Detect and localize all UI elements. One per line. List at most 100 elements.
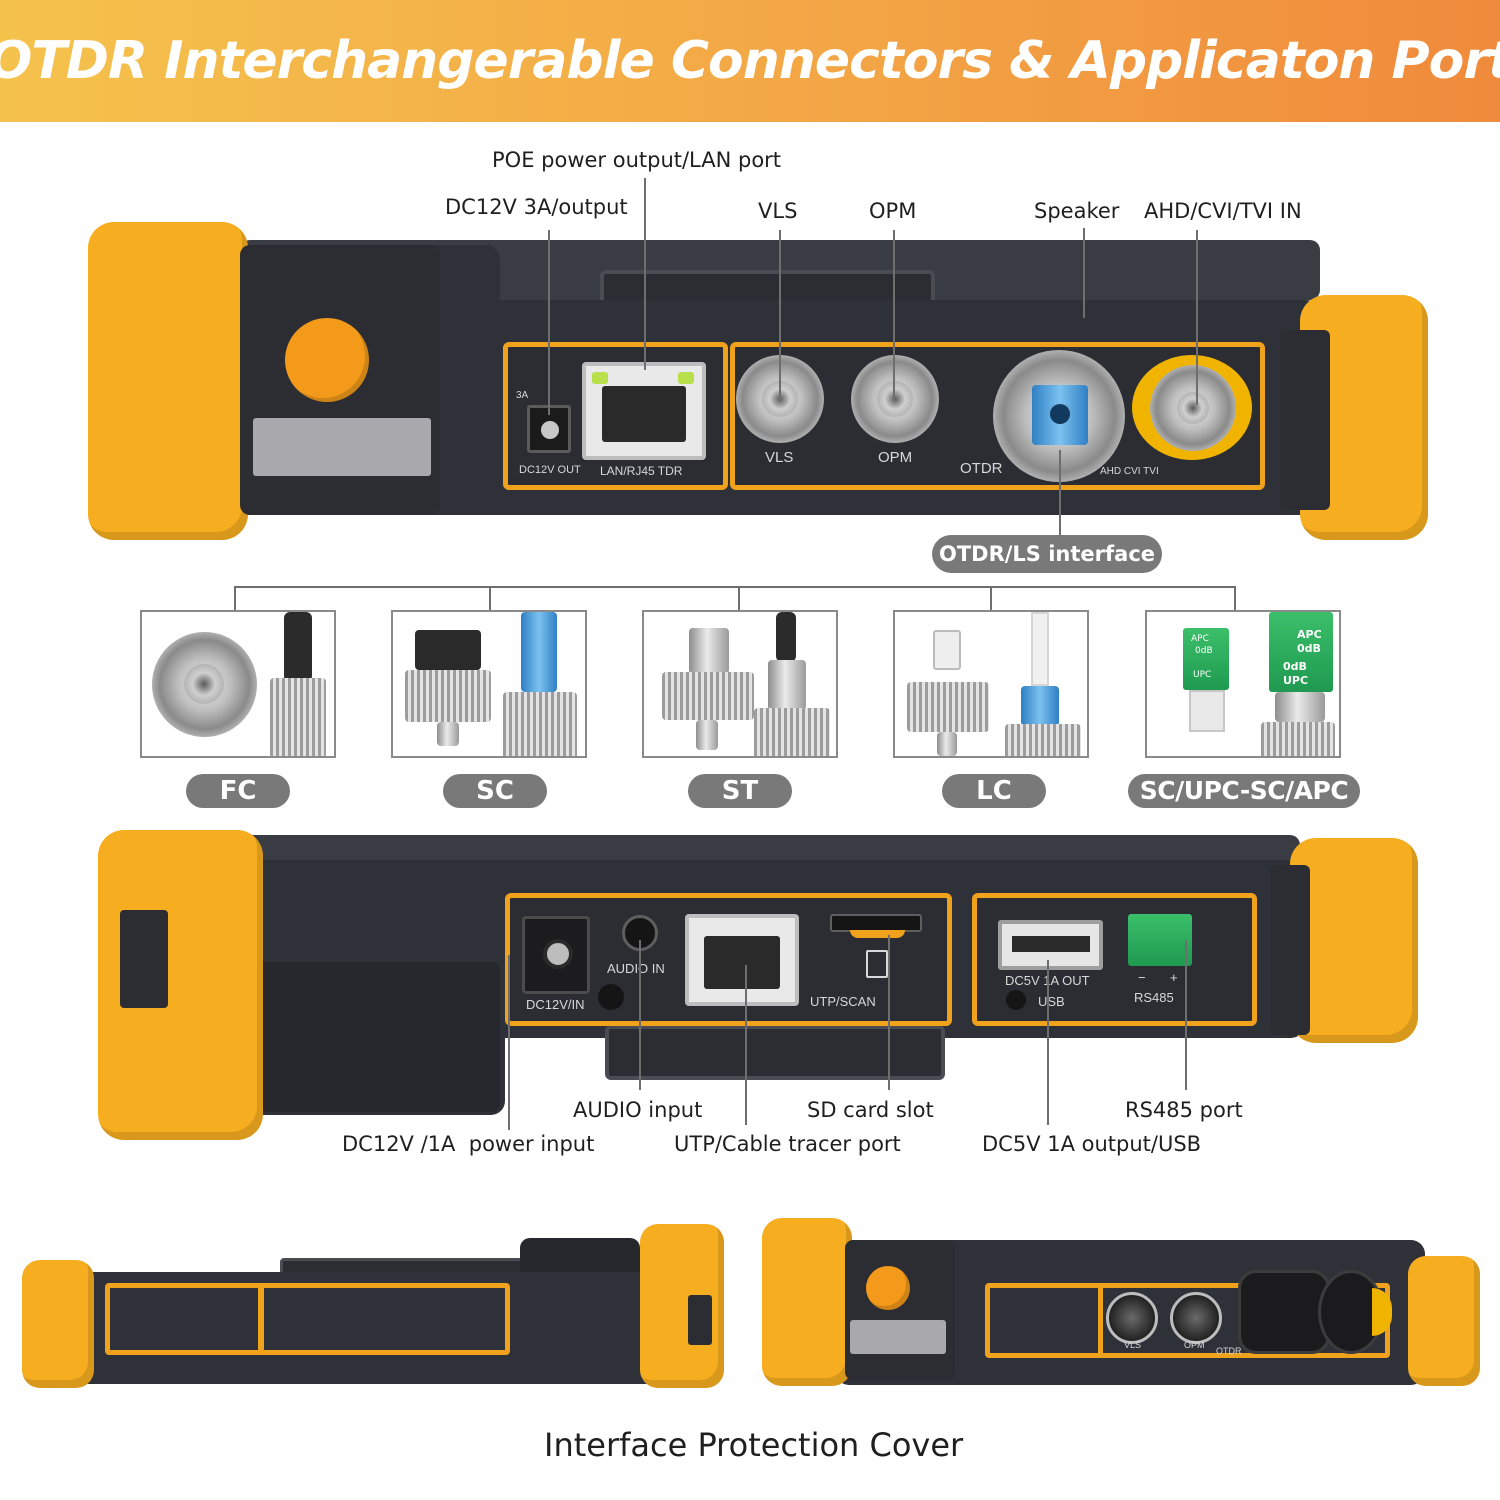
- sc-adapter-nut: [405, 670, 491, 722]
- usb-port[interactable]: [998, 920, 1103, 970]
- branch-st: [738, 586, 740, 610]
- st-cable: [776, 612, 796, 662]
- leader-rs485: [1185, 940, 1187, 1090]
- audio-in-text: AUDIO IN: [607, 961, 665, 976]
- lc-adapter-nut: [907, 682, 989, 732]
- cover-otdr-text: OTDR: [1216, 1346, 1242, 1356]
- cover-right-side: [845, 1240, 955, 1380]
- usb-led: [1006, 990, 1026, 1010]
- fc-plug: [270, 678, 326, 756]
- cover-power-button[interactable]: [866, 1266, 910, 1310]
- st-plug-body: [768, 660, 806, 710]
- otdr-ferrule: [1050, 404, 1070, 424]
- audio-led: [598, 984, 624, 1010]
- amp-text: 3A: [516, 390, 529, 401]
- callout-sd: SD card slot: [807, 1098, 934, 1122]
- rs485-plus: +: [1170, 970, 1178, 985]
- vls-text: VLS: [765, 449, 794, 466]
- lc-adapter-top: [933, 630, 961, 670]
- cover-right-bumper-l: [762, 1218, 852, 1386]
- bottom-handle: [605, 1025, 945, 1080]
- bottom-left-lower: [255, 962, 500, 1112]
- callout-ahd: AHD/CVI/TVI IN: [1144, 199, 1302, 223]
- connector-box-sc: [391, 610, 587, 758]
- otdr-interface-pill: OTDR/LS interface: [932, 535, 1162, 573]
- rs485-terminal[interactable]: [1128, 914, 1192, 966]
- cover-caption: Interface Protection Cover: [544, 1426, 964, 1464]
- leader-vls: [779, 230, 781, 400]
- led-left: [592, 372, 608, 384]
- pill-fc: FC: [186, 774, 290, 808]
- apc-right-upc: UPC: [1283, 674, 1309, 687]
- cover-right-divider: [1098, 1283, 1103, 1358]
- leader-audio: [639, 940, 641, 1090]
- led-right: [678, 372, 694, 384]
- branch-fc: [234, 586, 236, 610]
- cover-left-bumper-l: [22, 1260, 94, 1388]
- connector-box-lc: [893, 610, 1089, 758]
- apc-right-bdb: 0dB: [1283, 660, 1307, 673]
- callout-dc5v: DC5V 1A output/USB: [982, 1132, 1202, 1156]
- left-bumper: [88, 222, 248, 540]
- pill-apc: SC/UPC-SC/APC: [1128, 774, 1360, 808]
- callout-utp: UTP/Cable tracer port: [674, 1132, 901, 1156]
- connector-box-fc: [140, 610, 336, 758]
- cover-left-body: [70, 1272, 660, 1384]
- lc-cable: [1031, 612, 1049, 686]
- sc-plug-nut: [503, 692, 577, 756]
- utp-port[interactable]: [685, 914, 799, 1006]
- apc-right-nut: [1261, 722, 1335, 756]
- dc-in-port[interactable]: [522, 916, 590, 994]
- usb-text: USB: [1038, 994, 1065, 1009]
- label-window: [253, 418, 431, 476]
- bottom-right-bumper: [1290, 838, 1418, 1043]
- leader-otdr: [1059, 450, 1061, 540]
- bottom-lanyard-slot: [120, 910, 168, 1008]
- sd-card-edge: [850, 930, 905, 938]
- apc-right-odb: 0dB: [1297, 642, 1321, 655]
- apc-left-text: APC: [1191, 634, 1209, 644]
- pill-lc: LC: [942, 774, 1046, 808]
- callout-audio: AUDIO input: [573, 1098, 703, 1122]
- cover-opm-cap[interactable]: [1170, 1292, 1222, 1344]
- branch-apc: [1234, 586, 1236, 610]
- cover-vls-text: VLS: [1124, 1340, 1142, 1350]
- apc-left-odb: 0dB: [1195, 646, 1213, 656]
- leader-speaker: [1083, 228, 1085, 318]
- leader-ahd: [1196, 230, 1198, 405]
- branch-sc: [489, 586, 491, 610]
- st-adapter-nut: [662, 672, 754, 720]
- lan-text: LAN/RJ45 TDR: [600, 464, 683, 478]
- power-button[interactable]: [285, 318, 369, 402]
- pill-sc: SC: [443, 774, 547, 808]
- st-adapter-top: [689, 628, 729, 674]
- st-adapter-stem: [696, 720, 718, 750]
- cover-label-window: [850, 1320, 946, 1354]
- pill-st: ST: [688, 774, 792, 808]
- lc-plug: [1021, 686, 1059, 726]
- fc-cable: [284, 612, 312, 682]
- opm-text: OPM: [878, 449, 913, 466]
- callout-opm: OPM: [869, 199, 917, 223]
- bottom-right-edge: [1270, 865, 1310, 1035]
- cover-opm-text: OPM: [1184, 1340, 1205, 1350]
- callout-speaker: Speaker: [1034, 199, 1120, 223]
- rs485-minus: −: [1138, 970, 1146, 985]
- callout-rs485: RS485 port: [1125, 1098, 1243, 1122]
- bottom-device: DC12V/IN AUDIO IN UTP/SCAN DC5V 1A OUT U…: [98, 830, 1418, 1140]
- otdr-text: OTDR: [960, 460, 1003, 477]
- cover-otdr-cap[interactable]: [1238, 1270, 1330, 1354]
- leader-poe: [644, 178, 646, 370]
- apc-right-body: [1275, 692, 1325, 722]
- callout-vls: VLS: [758, 199, 798, 223]
- dc-out-text: DC12V OUT: [519, 464, 581, 476]
- connector-box-apc: APC 0dB UPC APC 0dB UPC 0dB: [1145, 610, 1341, 758]
- cover-left-frame: [105, 1283, 510, 1355]
- sd-card-icon: [866, 950, 888, 978]
- cover-bnc-ring: [1372, 1288, 1392, 1336]
- leader-dc12v: [548, 230, 550, 415]
- apc-left-body: [1189, 690, 1225, 732]
- cover-vls-cap[interactable]: [1106, 1292, 1158, 1344]
- leader-opm: [893, 230, 895, 400]
- utp-scan-text: UTP/SCAN: [810, 994, 876, 1009]
